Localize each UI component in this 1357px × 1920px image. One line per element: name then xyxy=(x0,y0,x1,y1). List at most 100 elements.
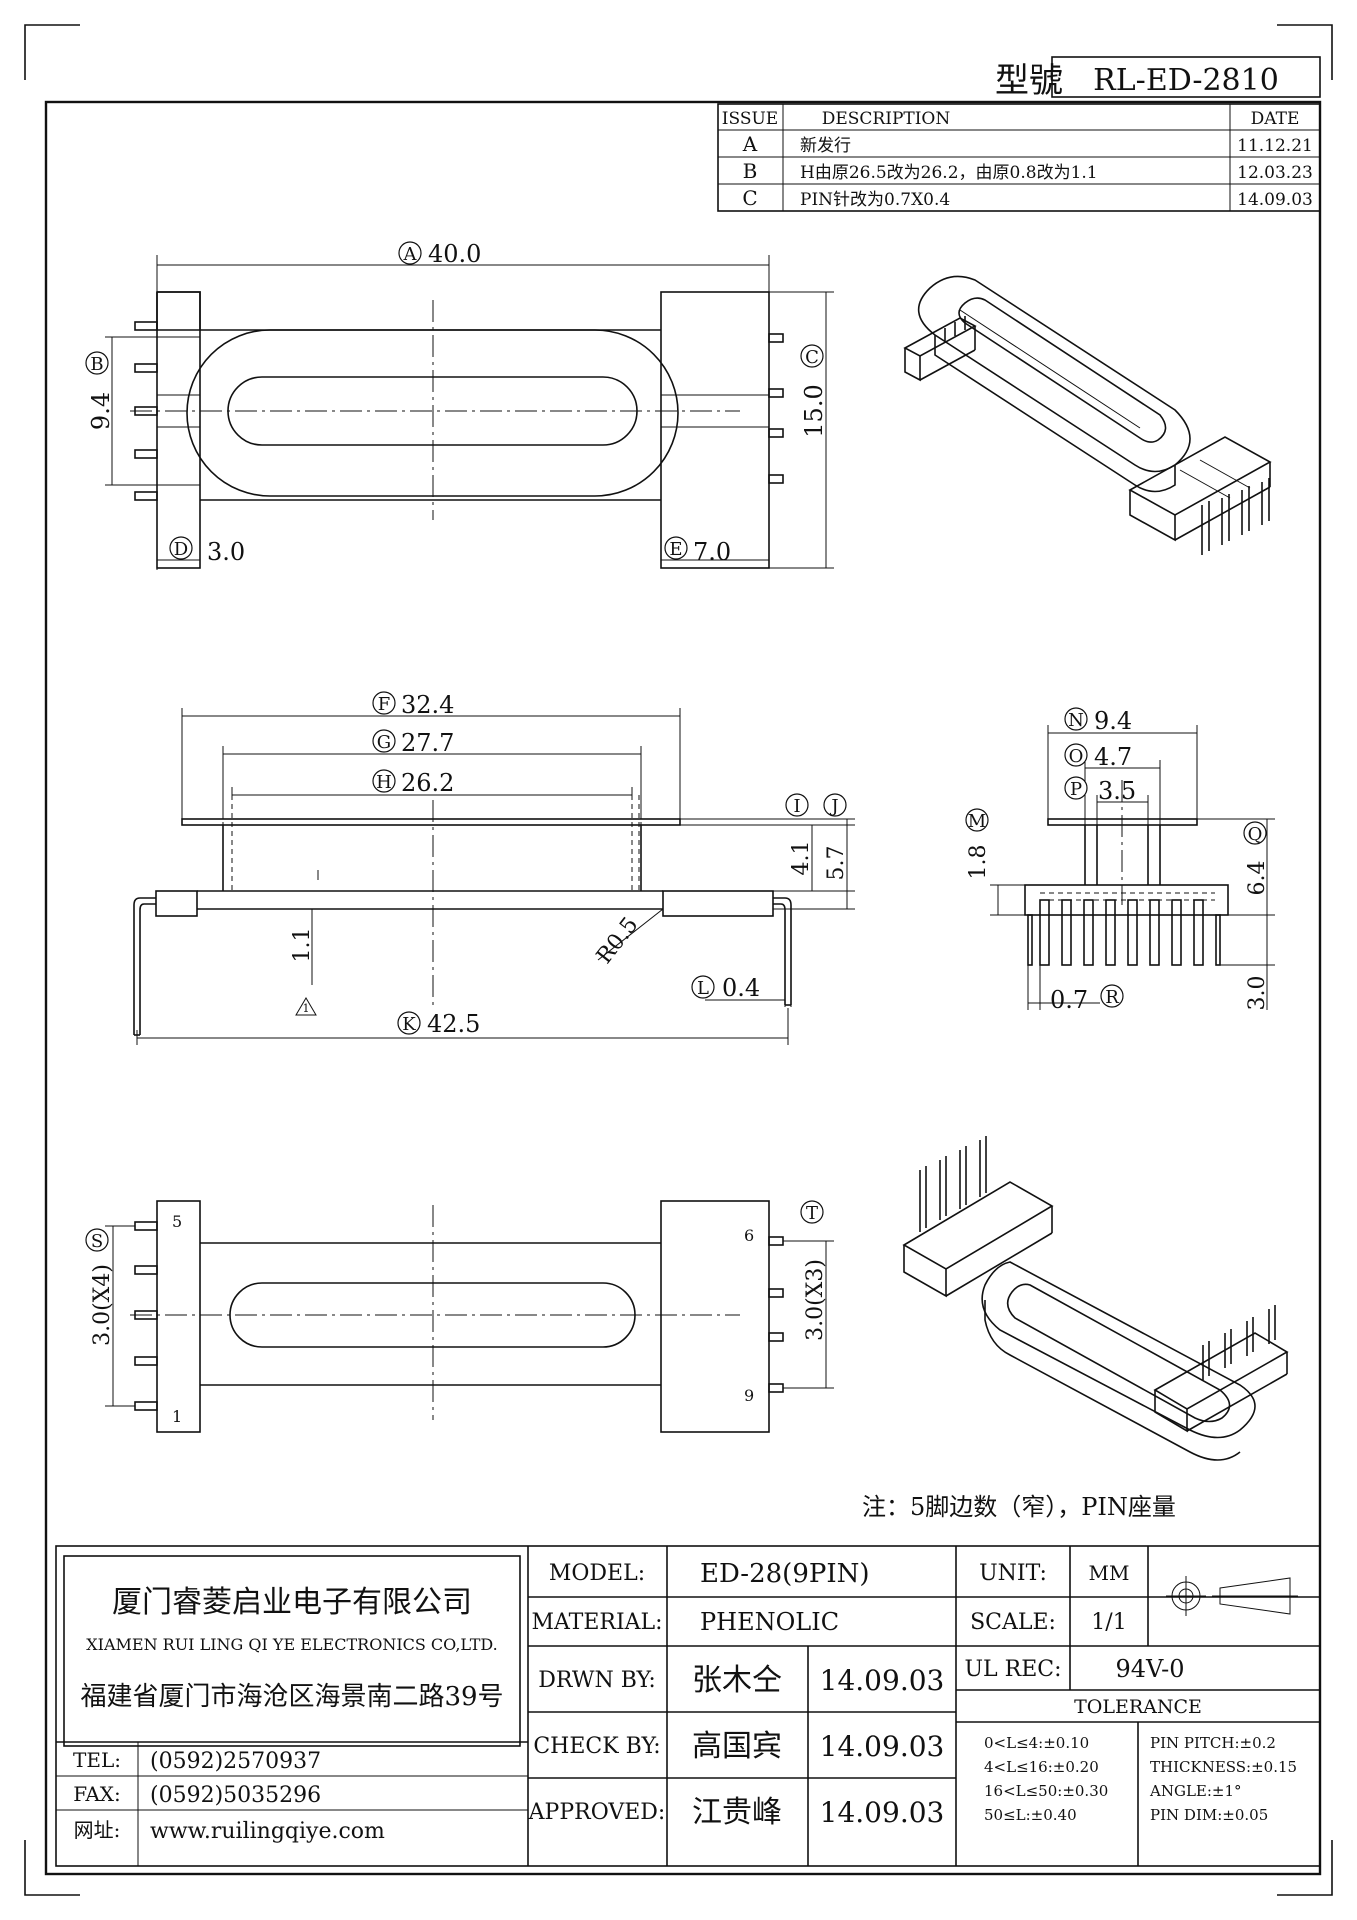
drawing-note: 注：5脚边数（窄），PIN座量 xyxy=(862,1493,1176,1521)
dim-H-value: 26.2 xyxy=(401,769,454,797)
sheet-frame xyxy=(44,100,1322,1876)
radius-label: R0.5 xyxy=(592,913,643,969)
dim-M-letter: M xyxy=(968,811,986,832)
dim-S-letter: S xyxy=(91,1231,103,1252)
dim-F-letter: F xyxy=(378,694,391,715)
dim-J-letter: J xyxy=(829,796,838,817)
check-by-name: 高国宾 xyxy=(692,1729,782,1764)
dim-D-value: 3.0 xyxy=(207,538,245,566)
model-header-value: RL-ED-2810 xyxy=(1093,63,1279,98)
dim-R-value: 0.7 xyxy=(1050,986,1088,1014)
dim-H-letter: H xyxy=(376,772,392,793)
rev-row-date: 14.09.03 xyxy=(1237,190,1313,210)
revision-flag: 1 xyxy=(303,1002,310,1015)
tolerance-right-item: PIN PITCH:±0.2 xyxy=(1150,1734,1276,1752)
dim-J-value: 5.7 xyxy=(824,846,849,881)
dim-G-letter: G xyxy=(377,732,391,753)
pin-number-6: 6 xyxy=(744,1226,754,1245)
tolerance-left-item: 0<L≤4:±0.10 xyxy=(984,1734,1089,1752)
model-header-label: 型號 xyxy=(995,61,1063,101)
tolerance-left-item: 16<L≤50:±0.30 xyxy=(984,1782,1108,1800)
approved-label: APPROVED: xyxy=(528,1800,666,1825)
model-label: MODEL: xyxy=(549,1561,645,1586)
side-pins xyxy=(1027,899,1221,966)
dim-K-letter: K xyxy=(402,1014,416,1035)
material-value: PHENOLIC xyxy=(700,1608,839,1636)
dim-T-letter: T xyxy=(806,1203,818,1224)
isometric-view-top xyxy=(903,275,1272,555)
tolerance-right-item: THICKNESS:±0.15 xyxy=(1150,1758,1297,1776)
dim-A-letter: A xyxy=(403,244,418,265)
web-label: 网址: xyxy=(74,1818,121,1842)
dim-N-value: 9.4 xyxy=(1094,707,1132,735)
unit-label: UNIT: xyxy=(979,1561,1047,1586)
bottom-view: 5 1 6 9 S 3.0(X4) T 3.0(X3) xyxy=(85,1200,834,1433)
ul-rec-value: 94V-0 xyxy=(1115,1655,1184,1683)
dim-A-value: 40.0 xyxy=(428,240,481,268)
company-name-en: XIAMEN RUI LING QI YE ELECTRONICS CO,LTD… xyxy=(86,1635,498,1654)
approved-name: 江贵峰 xyxy=(692,1795,782,1830)
revision-table: ISSUE DESCRIPTION DATE A 新发行 11.12.21 B … xyxy=(717,103,1321,212)
web-value: www.ruilingqiye.com xyxy=(150,1819,385,1844)
dim-L-letter: L xyxy=(697,978,709,999)
drawn-date: 14.09.03 xyxy=(820,1664,945,1697)
dim-Q-value: 6.4 xyxy=(1245,861,1270,896)
dim-P-value: 3.5 xyxy=(1098,777,1136,805)
dim-C-letter: C xyxy=(805,347,819,368)
right-pins xyxy=(768,333,784,484)
tolerance-title: TOLERANCE xyxy=(1074,1696,1202,1718)
dim-M-value: 1.8 xyxy=(966,845,991,880)
dim-1-1-value: 1.1 xyxy=(290,928,315,963)
material-label: MATERIAL: xyxy=(531,1610,662,1635)
rev-header-description: DESCRIPTION xyxy=(822,109,951,129)
dim-B-letter: B xyxy=(90,354,103,375)
dim-P-letter: P xyxy=(1070,779,1082,800)
projection-symbol-icon xyxy=(1166,1576,1298,1616)
check-by-label: CHECK BY: xyxy=(533,1734,660,1759)
rev-row-date: 12.03.23 xyxy=(1237,163,1313,183)
pin-number-9: 9 xyxy=(744,1386,754,1405)
dim-C-value: 15.0 xyxy=(800,384,828,437)
title-block: 厦门睿菱启业电子有限公司 XIAMEN RUI LING QI YE ELECT… xyxy=(55,1545,1321,1867)
rev-row-issue: B xyxy=(743,159,758,183)
rev-row-description: 新发行 xyxy=(800,136,851,156)
drawn-by-label: DRWN BY: xyxy=(538,1668,656,1693)
check-date: 14.09.03 xyxy=(820,1730,945,1763)
dim-I-letter: I xyxy=(793,796,800,817)
company-address: 福建省厦门市海沧区海景南二路39号 xyxy=(80,1682,503,1712)
dim-L-value: 0.4 xyxy=(722,974,760,1002)
approved-date: 14.09.03 xyxy=(820,1796,945,1829)
model-value: ED-28(9PIN) xyxy=(700,1559,870,1589)
dim-Q-letter: Q xyxy=(1248,824,1263,845)
company-name-cn: 厦门睿菱启业电子有限公司 xyxy=(112,1585,472,1620)
drawn-by-name: 张木仝 xyxy=(692,1663,782,1698)
front-view: F 32.4 G 27.7 H 26.2 I J 4.1 5.7 1.1 1 xyxy=(133,691,855,1045)
tolerance-left-item: 50≤L:±0.40 xyxy=(984,1806,1077,1824)
unit-value: MM xyxy=(1089,1561,1130,1585)
corner-marks xyxy=(24,24,1333,1896)
dim-pin-length-value: 3.0 xyxy=(1245,976,1270,1011)
ul-rec-label: UL REC: xyxy=(964,1657,1061,1682)
tel-label: TEL: xyxy=(73,1748,121,1772)
tolerance-right-item: ANGLE:±1° xyxy=(1149,1782,1242,1800)
model-header: 型號 RL-ED-2810 xyxy=(995,56,1321,101)
isometric-view-bottom xyxy=(902,1136,1289,1461)
dim-O-value: 4.7 xyxy=(1094,743,1132,771)
dim-R-letter: R xyxy=(1105,987,1119,1008)
top-view: A 40.0 B 9.4 C 15.0 D 3.0 E 7.0 xyxy=(85,240,834,570)
rev-row-issue: C xyxy=(742,186,757,210)
scale-label: SCALE: xyxy=(970,1610,1056,1635)
tel-value: (0592)2570937 xyxy=(150,1749,321,1774)
dim-G-value: 27.7 xyxy=(401,729,454,757)
rev-header-issue: ISSUE xyxy=(722,109,778,129)
dim-E-value: 7.0 xyxy=(693,538,731,566)
dim-D-letter: D xyxy=(174,539,188,560)
dim-I-value: 4.1 xyxy=(789,841,814,876)
dim-O-letter: O xyxy=(1069,746,1084,767)
rev-row-date: 11.12.21 xyxy=(1237,136,1313,156)
tolerance-right-item: PIN DIM:±0.05 xyxy=(1150,1806,1268,1824)
side-view: N 9.4 O 4.7 P 3.5 M 1.8 Q 6.4 3.0 xyxy=(965,707,1275,1014)
dim-E-letter: E xyxy=(669,539,682,560)
dim-N-letter: N xyxy=(1068,710,1084,731)
